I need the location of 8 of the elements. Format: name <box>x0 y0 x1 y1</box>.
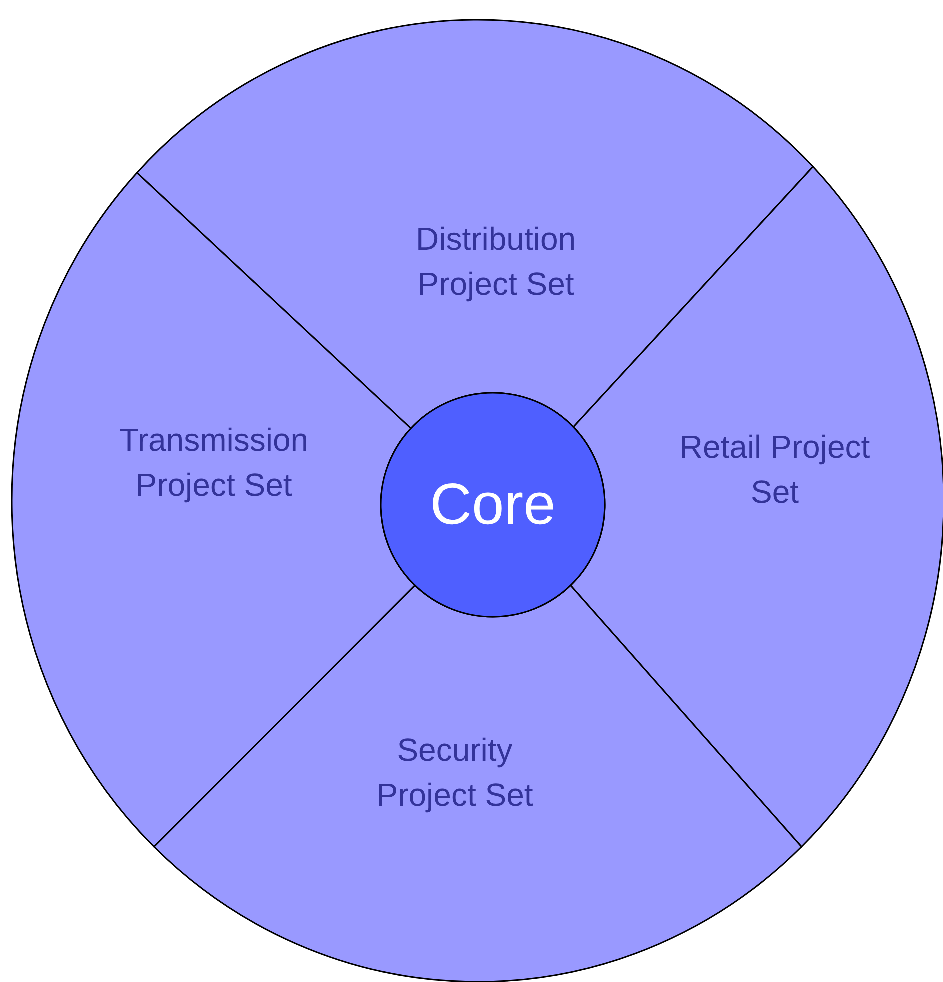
sector-label: Retail Project Set <box>678 428 872 512</box>
sector-shape <box>154 584 802 982</box>
sector-shape <box>136 20 814 430</box>
sector-label: Transmission Project Set <box>118 421 310 505</box>
core-label: Core <box>430 471 556 540</box>
sector-label: Security Project Set <box>376 731 534 815</box>
core-circle <box>380 392 606 618</box>
sector-label: Distribution Project Set <box>414 220 578 304</box>
